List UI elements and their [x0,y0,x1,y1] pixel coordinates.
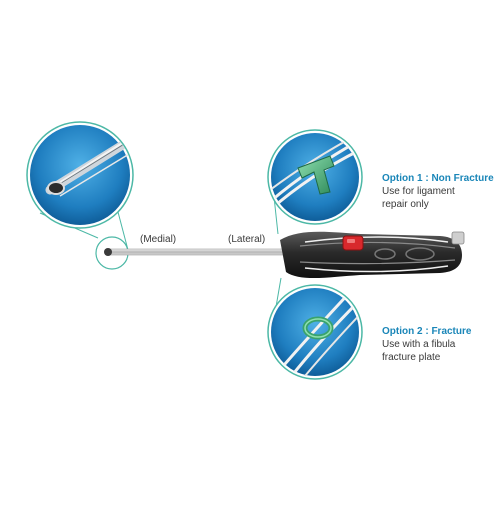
option1-description-line1: Use for ligament [382,186,455,197]
option1-callout: Option 1 : Non Fracture Use for ligament… [382,172,494,211]
option2-title: Option 2 : Fracture [382,326,472,337]
option1-description-line2: repair only [382,199,429,210]
option2-callout: Option 2 : Fracture Use with a fibula fr… [382,325,471,364]
option1-title: Option 1 : Non Fracture [382,173,494,184]
instrument-handle [280,231,465,279]
lateral-label: (Lateral) [228,234,266,245]
option2-description-line1: Use with a fibula [382,339,456,350]
red-release-button [342,235,364,251]
tip-detail-magnifier [26,121,134,229]
medial-label: (Medial) [140,234,177,245]
instrument-shaft [104,248,287,256]
option1-magnifier [267,129,363,225]
option2-description-line2: fracture plate [382,352,441,363]
option2-magnifier [267,284,363,380]
